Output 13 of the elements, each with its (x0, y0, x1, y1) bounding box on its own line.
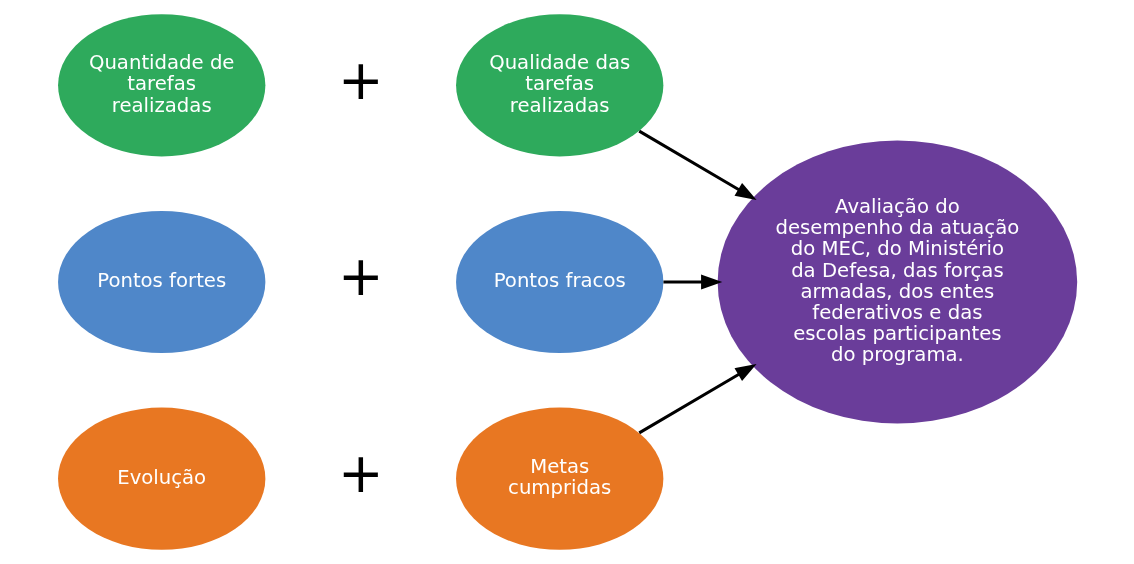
node-ellipse: Evolução (57, 407, 265, 550)
node-ellipse: Avaliação do desempenho da atuação do MEC, do Ministério da Defesa, das forças armadas, dos entes federativos e das escolas participantes do programa. (717, 140, 1077, 424)
node-ellipse: Qualidade das tarefas realizadas (455, 14, 663, 157)
arrow (638, 129, 757, 201)
node-ellipse: Quantidade de tarefas realizadas (57, 14, 265, 157)
arrow (662, 274, 722, 290)
node-ellipse: Pontos fracos (455, 210, 663, 354)
node-ellipse: Pontos fortes (57, 210, 265, 354)
node-ellipse: Metas cumpridas (455, 407, 663, 550)
label: + (337, 244, 384, 309)
arrow (638, 363, 757, 435)
label: + (337, 441, 384, 506)
label: + (337, 47, 384, 112)
